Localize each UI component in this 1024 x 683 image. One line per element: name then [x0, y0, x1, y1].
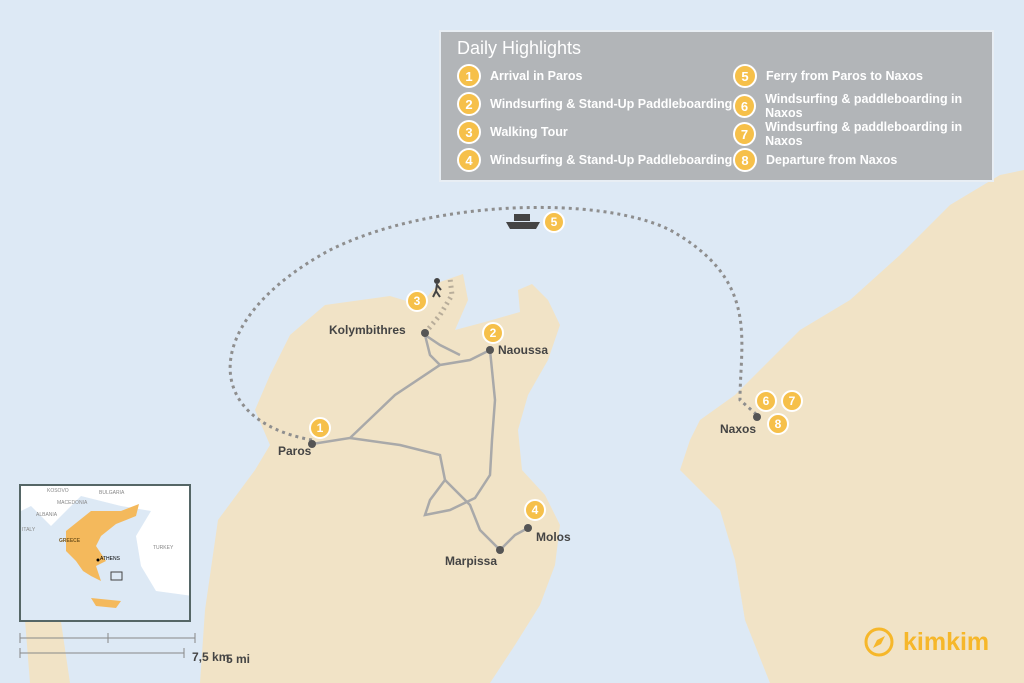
- legend-number: 4: [457, 148, 481, 172]
- hiker-icon: [432, 278, 442, 298]
- brand-name: kimkim: [903, 627, 990, 656]
- inset-label-kosovo: KOSOVO: [47, 488, 69, 494]
- driving-routes: [311, 332, 529, 552]
- naxos-island: [680, 170, 1024, 683]
- map-marker-7[interactable]: 7: [781, 390, 803, 412]
- inset-label-turkey: TURKEY: [153, 545, 174, 551]
- inset-label-athens: ATHENS: [100, 556, 120, 562]
- legend-item[interactable]: 6 Windsurfing & paddleboarding in Naxos: [733, 92, 992, 120]
- legend-title: Daily Highlights: [457, 38, 582, 58]
- map-marker-1[interactable]: 1: [309, 417, 331, 439]
- legend-item[interactable]: 1 Arrival in Paros: [457, 64, 582, 88]
- legend-item[interactable]: 3 Walking Tour: [457, 120, 568, 144]
- place-label-naxos: Naxos: [720, 422, 757, 436]
- scale-label-mi: 5 mi: [226, 652, 251, 666]
- inset-label-macedonia: MACEDONIA: [57, 500, 88, 506]
- inset-map: [21, 486, 189, 608]
- walking-route: [423, 277, 455, 335]
- antiparos-coast: [25, 615, 70, 683]
- place-label-naoussa: Naoussa: [498, 343, 549, 357]
- legend-number: 5: [733, 64, 757, 88]
- map-marker-8[interactable]: 8: [767, 413, 789, 435]
- legend-number: 6: [733, 94, 757, 118]
- inset-label-albania: ALBANIA: [36, 512, 58, 518]
- place-label-paros: Paros: [278, 444, 312, 458]
- legend-number: 3: [457, 120, 481, 144]
- location-dots: [308, 329, 761, 554]
- legend-number: 8: [733, 148, 757, 172]
- legend-item[interactable]: 5 Ferry from Paros to Naxos: [733, 64, 923, 88]
- legend-number: 2: [457, 92, 481, 116]
- legend-number: 1: [457, 64, 481, 88]
- ferry-route: [228, 205, 758, 442]
- legend-label: Windsurfing & paddleboarding in Naxos: [765, 120, 963, 148]
- place-label-marpissa: Marpissa: [445, 554, 498, 568]
- legend-label: Arrival in Paros: [490, 69, 583, 83]
- legend-item[interactable]: 4 Windsurfing & Stand-Up Paddleboarding: [457, 148, 732, 172]
- ferry-icon: [506, 214, 540, 229]
- legend-label: Ferry from Paros to Naxos: [766, 69, 923, 83]
- map-marker-2[interactable]: 2: [482, 322, 504, 344]
- inset-label-bulgaria: BULGARIA: [99, 490, 125, 496]
- scale-label-km: 7,5 km: [192, 650, 230, 664]
- legend-number: 7: [733, 122, 757, 146]
- greece-overview-inset: KOSOVO BULGARIA MACEDONIA ALBANIA ITALY …: [19, 484, 191, 622]
- kimkim-logo: kimkim: [863, 626, 989, 658]
- legend-item[interactable]: 2 Windsurfing & Stand-Up Paddleboarding: [457, 92, 732, 116]
- map-marker-6[interactable]: 6: [755, 390, 777, 412]
- inset-label-greece: GREECE: [59, 538, 81, 544]
- map-marker-3[interactable]: 3: [406, 290, 428, 312]
- inset-label-italy: ITALY: [22, 527, 36, 533]
- legend-item[interactable]: 8 Departure from Naxos: [733, 148, 897, 172]
- place-label-molos: Molos: [536, 530, 571, 544]
- legend-label: Windsurfing & Stand-Up Paddleboarding: [490, 97, 733, 111]
- place-label-kolymbithres: Kolymbithres: [329, 323, 406, 337]
- legend-item[interactable]: 7 Windsurfing & paddleboarding in Naxos: [733, 120, 992, 148]
- paros-island: [200, 274, 560, 683]
- compass-icon: [864, 627, 894, 657]
- map-marker-5[interactable]: 5: [543, 211, 565, 233]
- legend-label: Windsurfing & Stand-Up Paddleboarding: [490, 153, 733, 167]
- legend-label: Departure from Naxos: [766, 153, 898, 167]
- legend-label: Windsurfing & paddleboarding in Naxos: [765, 92, 963, 120]
- scale-bar: [19, 633, 196, 658]
- legend-label: Walking Tour: [490, 125, 568, 139]
- map-marker-4[interactable]: 4: [524, 499, 546, 521]
